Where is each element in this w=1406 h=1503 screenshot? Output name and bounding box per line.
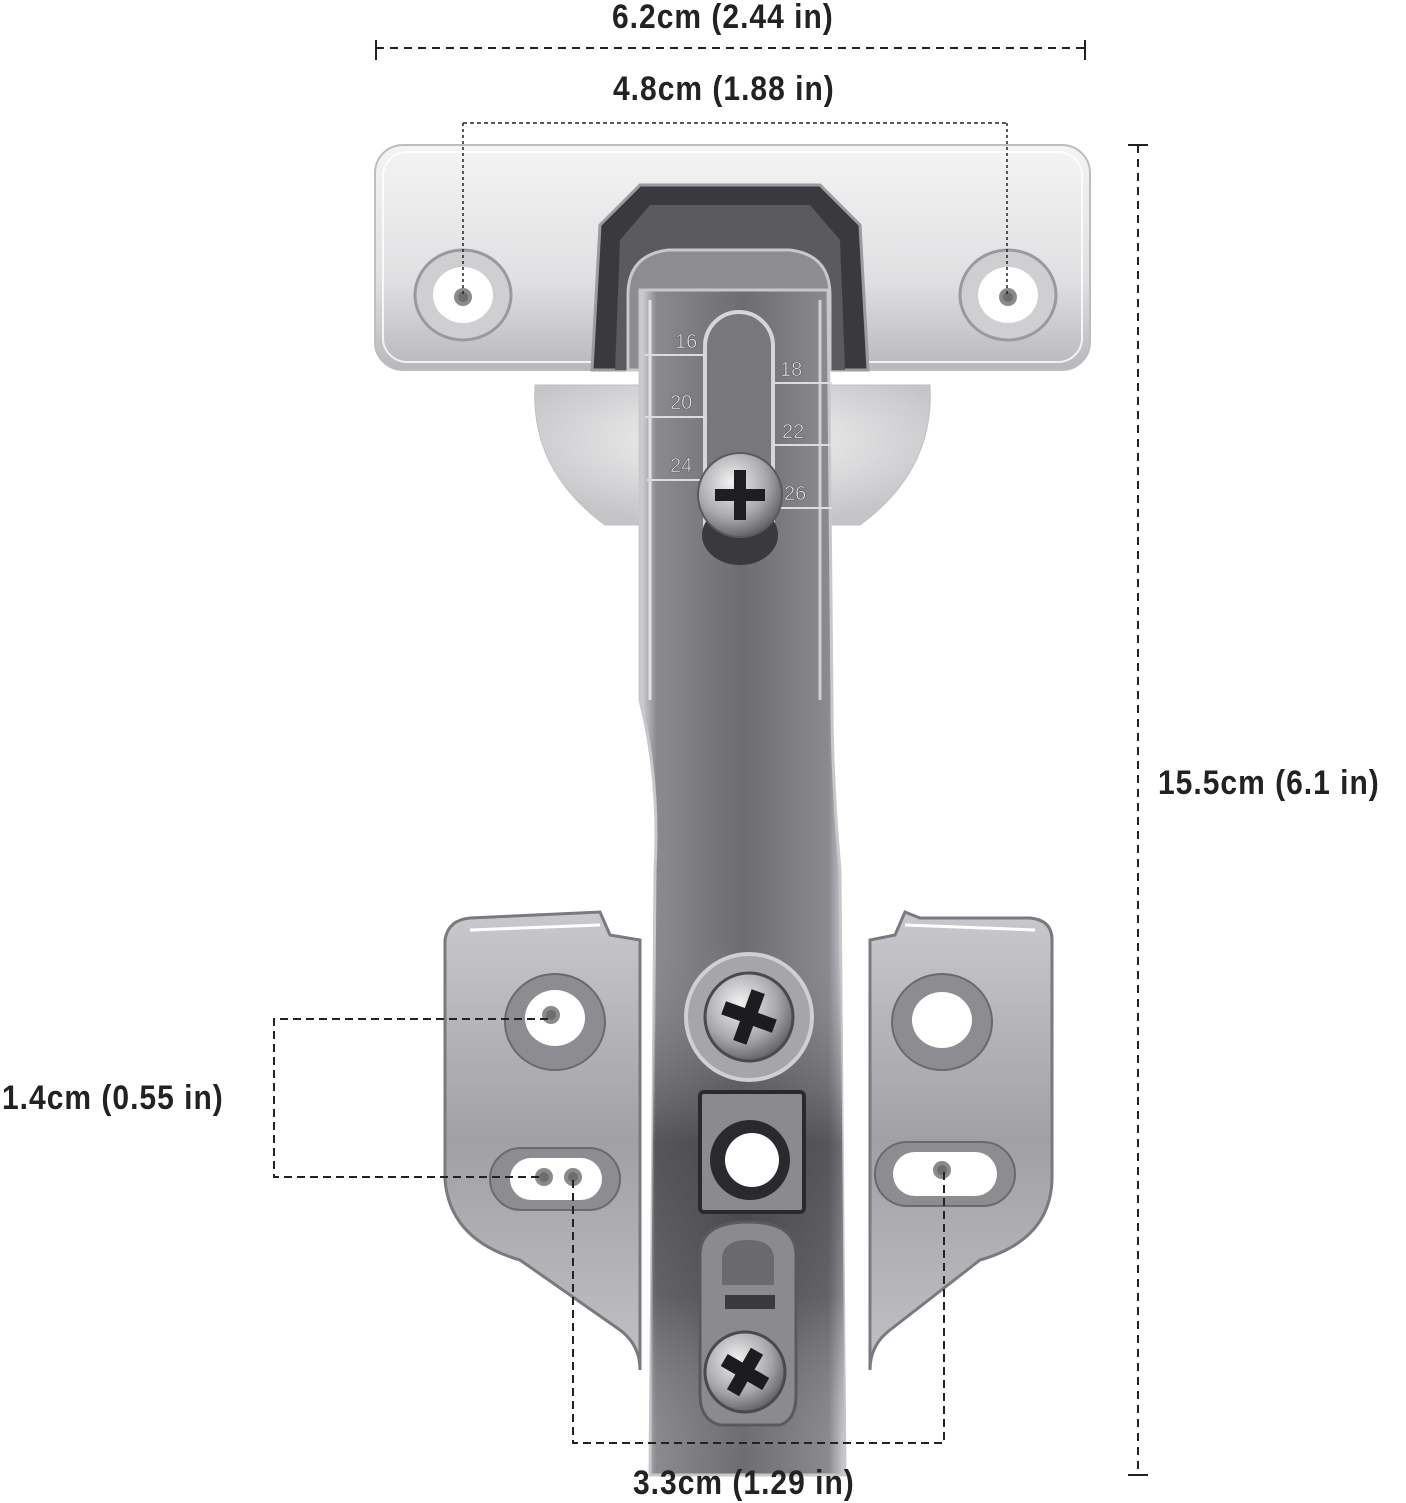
top-adjustment-screw bbox=[697, 452, 783, 565]
dim-overall-width-label: 6.2cm (2.44 in) bbox=[612, 0, 834, 36]
bottom-cam-adjuster bbox=[698, 1220, 798, 1427]
base-plate-hole-left-upper bbox=[504, 973, 606, 1071]
dim-plate-vertical-spacing-line bbox=[273, 1018, 548, 1178]
top-right-hole bbox=[958, 248, 1058, 342]
scale-markings: 16 20 24 18 22 26 bbox=[670, 331, 807, 506]
base-plate-hole-right-upper bbox=[891, 973, 993, 1071]
center-cam-window bbox=[698, 1090, 806, 1214]
top-left-hole bbox=[413, 248, 513, 342]
scale-mark-right-2: 22 bbox=[782, 421, 804, 443]
dim-overall-length-label: 15.5cm (6.1 in) bbox=[1158, 764, 1380, 802]
base-plate-slot-left bbox=[489, 1147, 621, 1211]
scale-mark-left-3: 24 bbox=[670, 455, 692, 477]
scale-mark-right-1: 18 bbox=[780, 359, 802, 381]
dimension-lines bbox=[273, 40, 1148, 1476]
scale-mark-right-3: 26 bbox=[784, 483, 806, 505]
scale-mark-left-1: 16 bbox=[675, 331, 697, 353]
scale-lines bbox=[645, 354, 832, 509]
dim-cup-hole-spacing-label: 4.8cm (1.88 in) bbox=[613, 70, 835, 108]
dim-plate-horizontal-spacing-line bbox=[572, 1172, 945, 1444]
middle-mounting-screw bbox=[684, 952, 814, 1082]
dim-plate-horizontal-spacing-label: 3.3cm (1.29 in) bbox=[633, 1464, 855, 1502]
scale-mark-left-2: 20 bbox=[670, 392, 692, 414]
dim-plate-vertical-spacing-label: 1.4cm (0.55 in) bbox=[2, 1079, 224, 1117]
